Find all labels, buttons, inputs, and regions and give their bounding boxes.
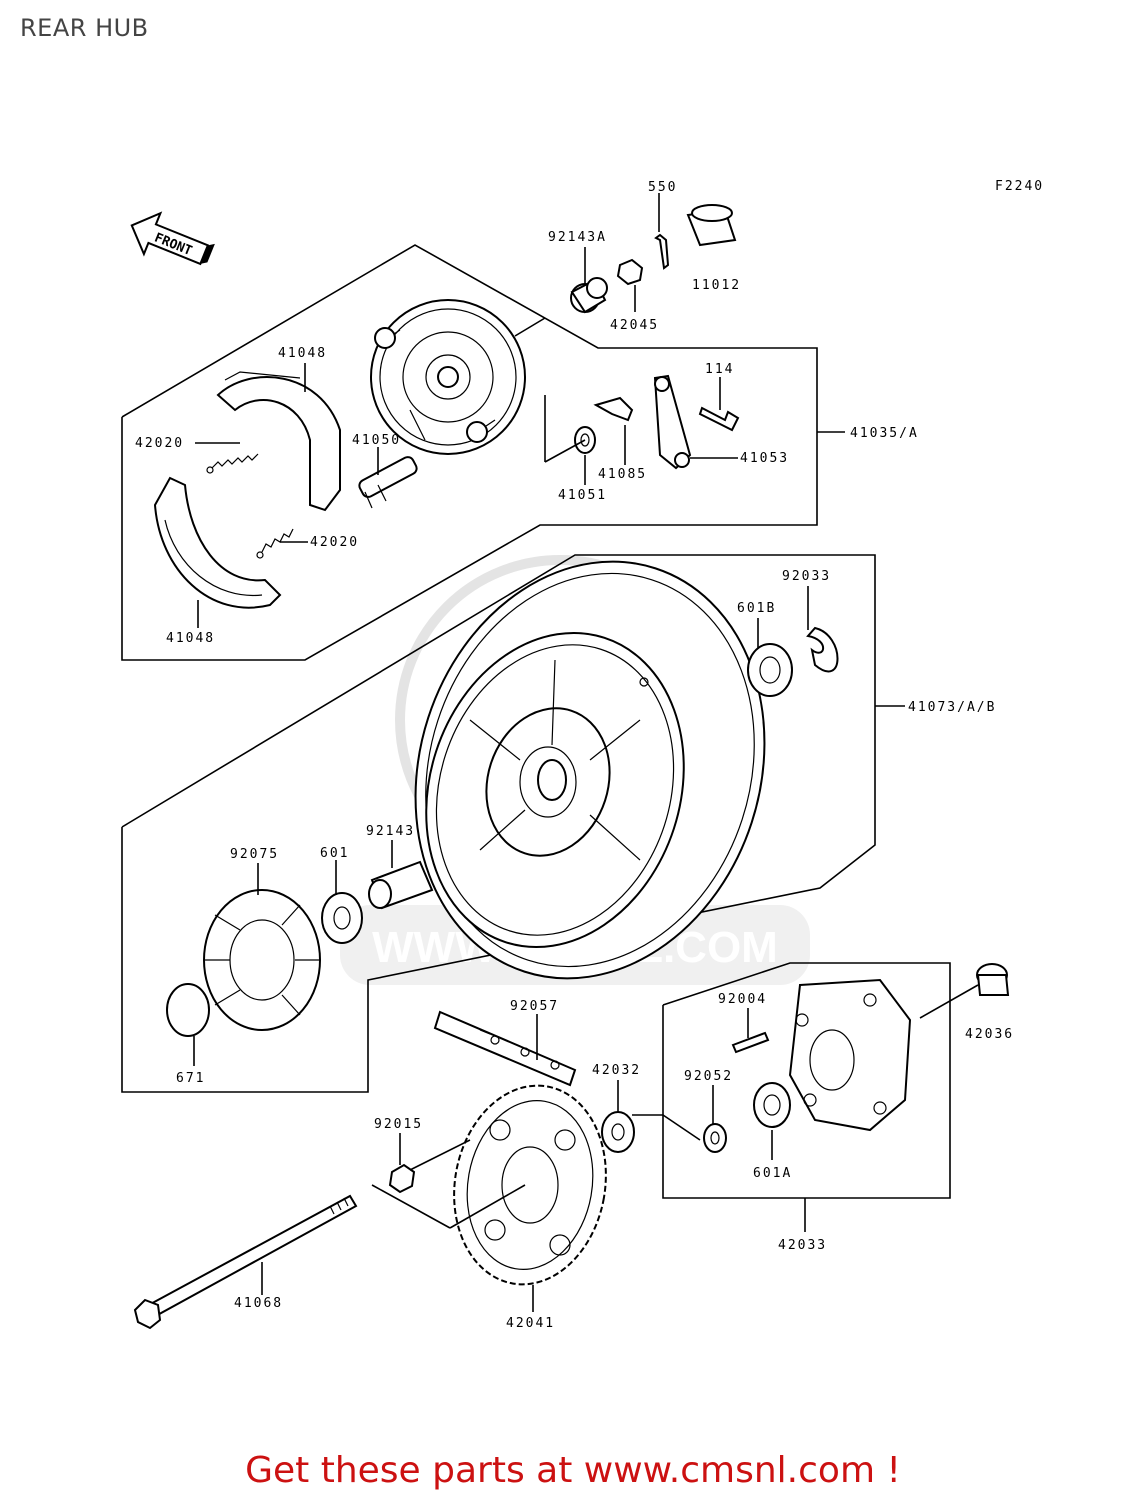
label-92052: 92052	[684, 1069, 733, 1084]
label-92143a: 92143A	[548, 230, 607, 245]
rear-wheel	[414, 560, 766, 980]
cotter-pin	[654, 233, 670, 270]
label-41050: 41050	[352, 433, 401, 448]
label-550: 550	[648, 180, 677, 195]
label-42032: 42032	[592, 1063, 641, 1078]
nut-42045	[616, 258, 644, 286]
wheel-group-box	[121, 554, 876, 1093]
front-arrow-icon: FRONT	[130, 211, 215, 266]
label-92057: 92057	[510, 999, 559, 1014]
label-42020-bottom: 42020	[310, 535, 359, 550]
label-671: 671	[176, 1071, 205, 1086]
brake-shoe-top	[216, 371, 341, 512]
o-ring-671	[166, 983, 210, 1037]
leader-lines	[193, 193, 979, 1312]
label-41085: 41085	[598, 467, 647, 482]
label-42020-top: 42020	[135, 436, 184, 451]
figure-code: F2240	[995, 179, 1044, 194]
label-601: 601	[320, 846, 349, 861]
label-42033: 42033	[778, 1238, 827, 1253]
bearing-601b	[747, 643, 793, 697]
bearing-601	[321, 892, 363, 944]
brake-cam	[358, 456, 418, 509]
label-42036: 42036	[965, 1027, 1014, 1042]
label-42045: 42045	[610, 318, 659, 333]
parts-diagram: WWW.CMSNL.COM F2240 FRONT	[121, 179, 1044, 1331]
label-41035a: 41035/A	[850, 426, 919, 441]
hub-group-box	[662, 962, 951, 1199]
label-11012: 11012	[692, 278, 741, 293]
label-92015: 92015	[374, 1117, 423, 1132]
collar-42036	[976, 963, 1010, 996]
drive-chain	[433, 1010, 577, 1087]
label-92075: 92075	[230, 847, 279, 862]
footer-link[interactable]: Get these parts at www.cmsnl.com !	[245, 1450, 901, 1491]
label-41053: 41053	[740, 451, 789, 466]
part-labels: 550 92143A 11012 42045 41048 114 41035/A…	[135, 180, 1014, 1331]
brake-lever	[653, 374, 692, 470]
brake-panel-group-box	[121, 244, 818, 661]
brake-panel	[370, 299, 526, 455]
axle-41068	[133, 1194, 358, 1330]
spring-bottom	[256, 528, 294, 559]
page-title: REAR HUB	[20, 14, 149, 42]
label-42041: 42041	[506, 1316, 555, 1331]
label-92143: 92143	[366, 824, 415, 839]
label-41048-bottom: 41048	[166, 631, 215, 646]
label-114: 114	[705, 362, 734, 377]
collar-92143	[368, 860, 434, 910]
sprocket-hub	[788, 978, 912, 1132]
rubber-damper	[203, 889, 321, 1031]
rear-sprocket	[453, 1084, 607, 1286]
label-41073ab: 41073/A/B	[908, 700, 996, 715]
stud-92004	[731, 1031, 770, 1054]
washer-92052	[703, 1123, 727, 1153]
collar-92143a	[570, 277, 608, 314]
label-41048-top: 41048	[278, 346, 327, 361]
collar-42032	[601, 1111, 635, 1153]
wear-indicator	[593, 396, 634, 422]
label-41068: 41068	[234, 1296, 283, 1311]
brake-shoe-bottom	[153, 476, 282, 609]
label-41051: 41051	[558, 488, 607, 503]
bolt-114	[698, 406, 740, 432]
circlip-92033	[806, 626, 839, 673]
label-601b: 601B	[737, 601, 776, 616]
bearing-601a	[753, 1082, 791, 1128]
label-601a: 601A	[753, 1166, 792, 1181]
spring-top	[206, 453, 259, 474]
nut-92015	[388, 1163, 416, 1194]
label-92004: 92004	[718, 992, 767, 1007]
label-92033: 92033	[782, 569, 831, 584]
collar-11012	[686, 204, 737, 247]
